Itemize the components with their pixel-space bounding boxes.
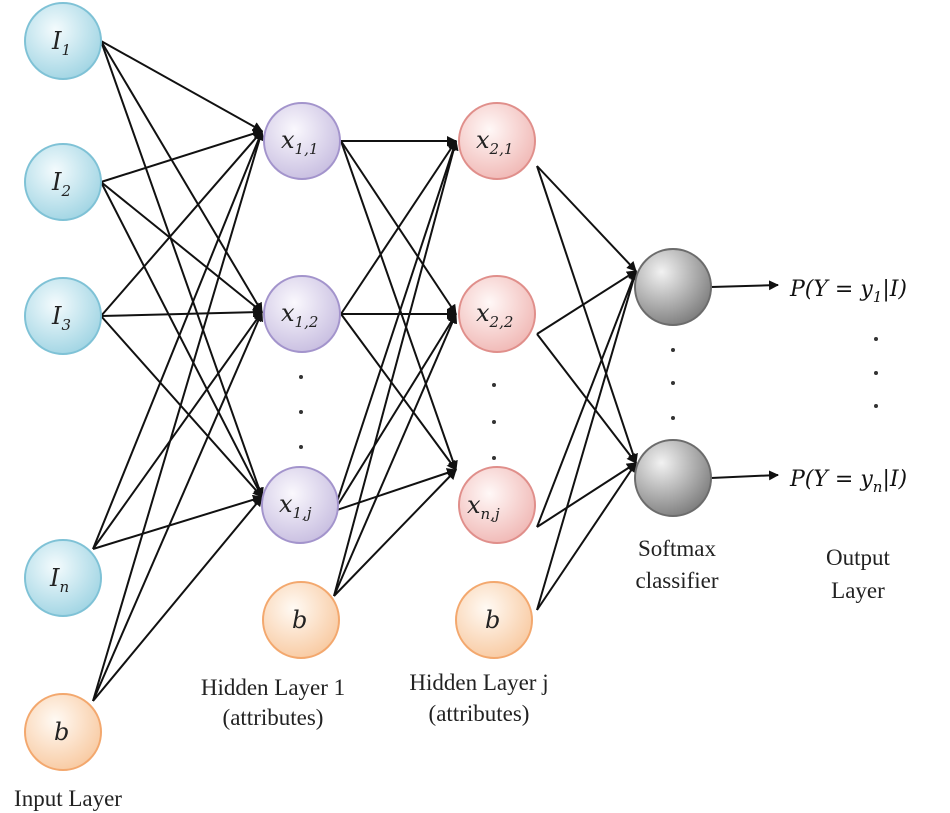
- ellipsis-softmax: [671, 348, 675, 420]
- caption-hidden1-title: Hidden Layer 1: [201, 675, 345, 700]
- hidden1-node-2: x1,2: [263, 275, 341, 353]
- edge-input2-h1-0: [100, 130, 263, 317]
- input-node-1: I1: [24, 2, 102, 80]
- edge-input0-h1-2: [100, 40, 264, 498]
- hidden2-node-2: x2,2: [458, 275, 536, 353]
- edge-softmax-output-n: [710, 470, 779, 481]
- edge-h22-softmax-0: [536, 270, 638, 528]
- hidden1-bias-node: b: [262, 581, 340, 659]
- edge-h13-h2-0: [333, 140, 459, 597]
- edge-h11-h2-2: [340, 313, 457, 471]
- input-node-3: I3: [24, 277, 102, 355]
- edge-h22-softmax-1: [536, 462, 637, 528]
- input-bias-node: b: [24, 693, 102, 771]
- svg-text:I1: I1: [51, 27, 71, 59]
- edge-h11-h2-0: [340, 140, 457, 315]
- edge-h21-softmax-0: [536, 270, 637, 335]
- edge-h20-softmax-1: [536, 165, 638, 464]
- edge-h12-h2-2: [333, 468, 457, 512]
- svg-text:x2,1: x2,1: [476, 126, 513, 158]
- caption-hidden1-sub: (attributes): [223, 705, 324, 730]
- hidden1-node-j: x1,j: [261, 466, 339, 544]
- edge-h10-h2-2: [340, 140, 458, 471]
- edge-h20-softmax-0: [536, 165, 637, 272]
- connection-edges: [92, 40, 779, 702]
- svg-text:b: b: [54, 718, 69, 746]
- edge-input3-h1-2: [92, 494, 263, 550]
- edge-h12-h2-0: [333, 140, 458, 512]
- edge-softmax-output-1: [710, 280, 779, 291]
- hidden1-node-1: x1,1: [263, 102, 341, 180]
- output-probability-n: P(Y = yn|I): [789, 467, 907, 496]
- edge-h23-softmax-1: [536, 462, 637, 611]
- edge-input1-h1-2: [100, 181, 263, 498]
- edge-input4-h1-0: [92, 130, 265, 702]
- caption-hiddenj-title: Hidden Layer j: [409, 670, 548, 695]
- svg-text:I2: I2: [51, 168, 71, 200]
- caption-input-layer: Input Layer: [14, 786, 122, 811]
- caption-output-title: Output: [826, 545, 891, 570]
- svg-text:x1,1: x1,1: [281, 126, 318, 158]
- edge-input2-h1-2: [100, 315, 263, 498]
- output-probability-1: P(Y = y1|I): [789, 277, 907, 306]
- softmax-node-n: [634, 439, 712, 517]
- edge-input4-h1-2: [92, 496, 263, 702]
- edge-input1-h1-1: [100, 181, 263, 313]
- edge-input1-h1-0: [100, 128, 263, 183]
- input-node-n: In: [24, 539, 102, 617]
- edge-input3-h1-1: [92, 311, 263, 550]
- hidden2-bias-node: b: [455, 581, 533, 659]
- edge-h13-h2-1: [333, 313, 458, 597]
- hidden2-node-1: x2,1: [458, 102, 536, 180]
- svg-text:I3: I3: [51, 302, 71, 334]
- input-node-2: I2: [24, 143, 102, 221]
- caption-output-sub: Layer: [831, 578, 885, 603]
- edge-input0-h1-0: [100, 40, 263, 132]
- svg-text:x2,2: x2,2: [476, 299, 513, 331]
- ellipsis-hidden2: [492, 383, 496, 460]
- svg-text:In: In: [49, 564, 69, 596]
- hidden2-node-j: xn,j: [458, 466, 536, 544]
- caption-hiddenj-sub: (attributes): [429, 701, 530, 726]
- svg-text:b: b: [485, 606, 500, 634]
- edge-input2-h1-1: [100, 307, 263, 318]
- edge-input4-h1-1: [92, 311, 263, 702]
- svg-text:b: b: [292, 606, 307, 634]
- ellipsis-hidden1: [299, 375, 303, 449]
- svg-text:xn,j: xn,j: [467, 491, 500, 523]
- edge-h12-h2-1: [333, 313, 457, 512]
- svg-text:x1,j: x1,j: [279, 490, 312, 522]
- ellipsis-output: [874, 337, 878, 408]
- edge-input3-h1-0: [92, 130, 264, 550]
- caption-softmax-sub: classifier: [635, 568, 718, 593]
- edge-input0-h1-1: [100, 40, 263, 313]
- edge-h13-h2-2: [333, 469, 457, 597]
- caption-softmax-title: Softmax: [638, 536, 716, 561]
- svg-text:x1,2: x1,2: [281, 299, 318, 331]
- softmax-node-1: [634, 248, 712, 326]
- edge-h23-softmax-0: [536, 270, 639, 611]
